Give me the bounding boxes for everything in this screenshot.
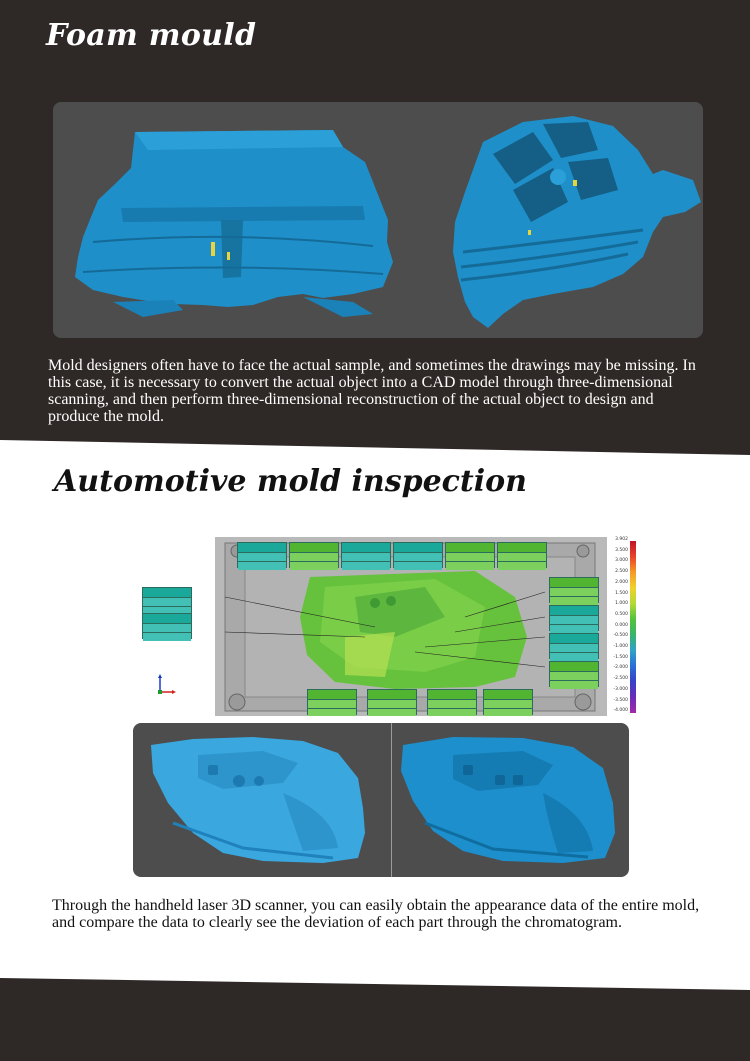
color-scale-legend: 3.902 3.500 3.000 2.500 2.000 1.500 1.00… [608,537,638,716]
panel-divider [391,723,392,877]
scale-label: 3.500 [615,547,628,553]
scale-label: -1.000 [613,644,628,649]
deviation-map-image [215,537,607,716]
scale-label: 3.902 [615,537,628,542]
color-scale-bar [630,541,636,713]
deviation-tag-left-1 [142,587,192,615]
door-panel-scan-panel [133,723,629,877]
foam-mould-description: Mold designers often have to face the ac… [48,357,696,425]
scale-label: 2.000 [615,579,628,585]
foam-mould-scan-panel [53,102,703,338]
scale-label: -3.000 [613,686,628,692]
foam-mould-scan-1-image [75,116,701,328]
scale-label: -4.000 [613,708,628,714]
axis-icon [158,674,176,694]
scale-label: -2.500 [613,676,628,682]
scale-label: 1.000 [615,601,628,607]
scale-label: 3.000 [615,558,628,564]
scale-label: -2.000 [613,665,628,671]
bottom-dark-band [0,978,750,1061]
scale-label: -0.500 [613,633,628,639]
automotive-inspection-title: Automotive mold inspection [54,464,527,499]
door-panel-scan-image [151,737,615,863]
scale-label: 1.500 [615,590,628,596]
deviation-tag-left-2 [142,613,192,641]
scale-label: 2.500 [615,569,628,575]
scale-label: 0.000 [615,622,628,628]
scale-label: -3.500 [613,697,628,703]
scale-label: 0.500 [615,611,628,617]
automotive-inspection-description: Through the handheld laser 3D scanner, y… [52,897,700,931]
scale-label: -1.500 [613,654,628,660]
foam-mould-title: Foam mould [46,18,257,53]
